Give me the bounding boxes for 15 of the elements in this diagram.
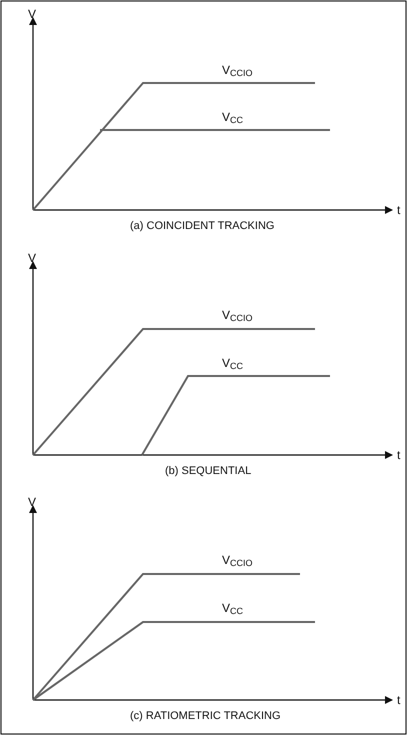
curve-label: V$_{CCIO}$ (222, 553, 253, 570)
axis-label: t (397, 448, 400, 462)
curve-label: V$_{CC}$ (222, 601, 244, 618)
panel-caption: (b) SEQUENTIAL (165, 464, 252, 478)
axis-label: V (28, 7, 36, 21)
panel-caption: (a) COINCIDENT TRACKING (130, 219, 274, 233)
panel-caption: (c) RATIOMETRIC TRACKING (130, 709, 281, 723)
axis-label: V (28, 251, 36, 265)
axis-label: V (28, 495, 36, 509)
curve-label: V$_{CCIO}$ (222, 308, 253, 325)
axis-label: t (397, 203, 400, 217)
curve-label: V$_{CC}$ (222, 356, 244, 373)
curve-label: V$_{CC}$ (222, 110, 244, 127)
curve-label: V$_{CCIO}$ (222, 63, 253, 80)
axis-label: t (397, 693, 400, 707)
